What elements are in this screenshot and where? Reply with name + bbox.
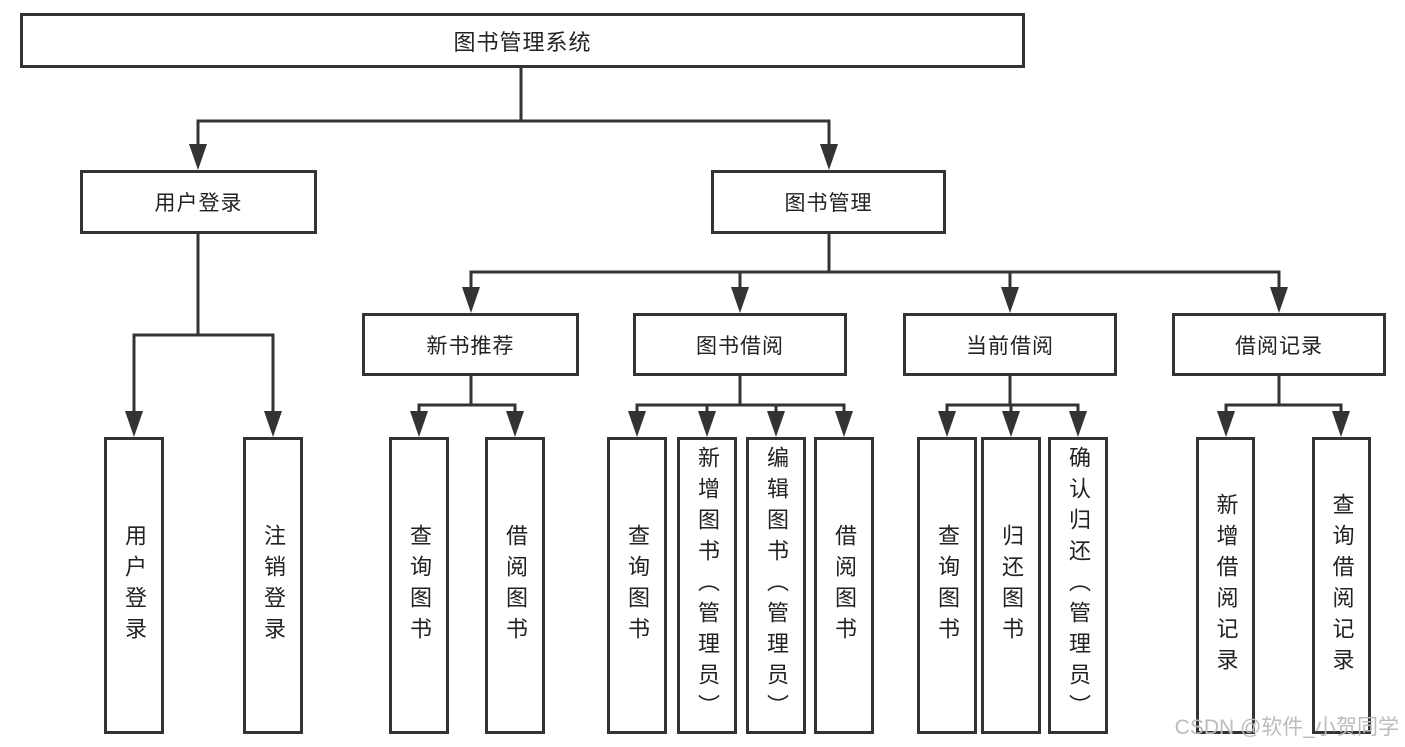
node-label: 查询图书 (625, 523, 650, 648)
node-label: 图书管理 (784, 192, 873, 215)
leaf-logout: 注销登录 (243, 437, 303, 734)
node-label: 借阅图书 (832, 523, 857, 648)
node-current-borrowing: 当前借阅 (903, 313, 1117, 376)
csdn-watermark: CSDN @软件_小贺同学 (1174, 716, 1399, 739)
leaf-edit-books-admin: 编辑图书（管理员） (746, 437, 806, 734)
node-label: 当前借阅 (966, 334, 1054, 358)
node-label: 借阅记录 (1235, 334, 1323, 358)
node-label: 新书推荐 (426, 334, 515, 358)
leaf-borrow-books-recommend: 借阅图书 (485, 437, 545, 734)
node-label: 确认归还（管理员） (1066, 446, 1091, 725)
node-book-borrowing: 图书借阅 (633, 313, 847, 376)
leaf-borrow-books: 借阅图书 (814, 437, 874, 734)
node-book-management-branch: 图书管理 (711, 170, 946, 234)
node-label: 编辑图书（管理员） (764, 446, 789, 725)
node-label: 查询图书 (407, 523, 432, 648)
node-label: 查询图书 (935, 523, 960, 648)
node-label: 归还图书 (999, 523, 1024, 648)
node-borrowing-records: 借阅记录 (1172, 313, 1386, 376)
leaf-query-books-recommend: 查询图书 (389, 437, 449, 734)
leaf-user-login: 用户登录 (104, 437, 164, 734)
arrowhead-icon (125, 144, 1350, 437)
node-label: 借阅图书 (503, 523, 528, 648)
leaf-add-borrow-record: 新增借阅记录 (1196, 437, 1255, 734)
node-label: 图书管理系统 (453, 29, 592, 55)
node-label: 用户登录 (154, 192, 243, 215)
node-user-login-branch: 用户登录 (80, 170, 317, 234)
leaf-confirm-return-admin: 确认归还（管理员） (1048, 437, 1108, 734)
node-root-system: 图书管理系统 (20, 13, 1025, 68)
node-label: 注销登录 (261, 523, 286, 648)
leaf-add-books-admin: 新增图书（管理员） (677, 437, 737, 734)
leaf-query-books-borrowing: 查询图书 (607, 437, 667, 734)
leaf-return-books: 归还图书 (981, 437, 1041, 734)
node-new-book-recommendation: 新书推荐 (362, 313, 579, 376)
node-label: 新增图书（管理员） (695, 446, 720, 725)
node-label: 查询借阅记录 (1329, 492, 1355, 679)
leaf-query-borrow-record: 查询借阅记录 (1312, 437, 1371, 734)
node-label: 图书借阅 (696, 334, 784, 358)
node-label: 新增借阅记录 (1213, 492, 1239, 679)
node-label: 用户登录 (122, 523, 147, 648)
leaf-query-books-current: 查询图书 (917, 437, 977, 734)
